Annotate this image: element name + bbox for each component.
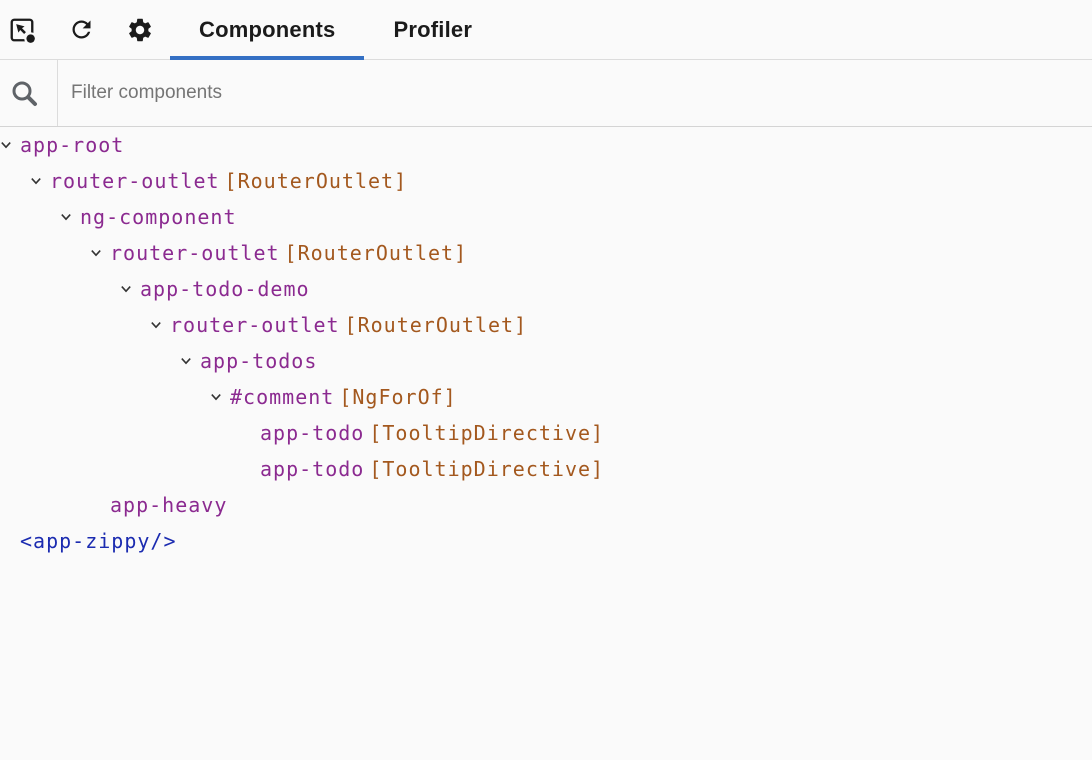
inspect-icon-svg [10,18,36,44]
chevron-down-icon[interactable] [120,283,140,295]
search-icon [12,81,37,106]
tree-node-router-outlet[interactable]: router-outlet[RouterOutlet] [0,235,1092,271]
node-label: #comment [230,385,335,409]
search-icon-cell [0,60,58,126]
tree-node-app-todos[interactable]: app-todos [0,343,1092,379]
node-label: router-outlet [170,313,340,337]
tab-profiler[interactable]: Profiler [393,16,473,42]
chevron-down-icon[interactable] [210,391,230,403]
node-label: ng-component [80,205,237,229]
tree-node-app-todo-demo[interactable]: app-todo-demo [0,271,1092,307]
tree-node-app-todo[interactable]: app-todo[TooltipDirective] [0,451,1092,487]
node-directive-badge: [RouterOutlet] [344,313,528,337]
chevron-down-icon[interactable] [30,175,50,187]
chevron-down-icon[interactable] [150,319,170,331]
node-label: app-heavy [110,493,228,517]
filter-components-input[interactable] [58,60,1092,126]
chevron-down-icon[interactable] [180,355,200,367]
tree-node-app-heavy[interactable]: app-heavy [0,487,1092,523]
tab-bar: Components Profiler [170,0,501,60]
chevron-down-icon[interactable] [0,139,20,151]
node-label: app-todo [260,457,365,481]
tab-components[interactable]: Components [170,0,365,60]
tree-node-app-root[interactable]: app-root [0,127,1092,163]
chevron-down-icon[interactable] [60,211,80,223]
node-directive-badge: [NgForOf] [339,385,457,409]
inspect-icon[interactable] [8,16,36,44]
filter-bar [0,60,1092,127]
tree-node-app-zippy[interactable]: <app-zippy/> [0,523,1092,559]
settings-gear-icon[interactable] [126,16,154,44]
devtools-toolbar: Components Profiler [0,0,1092,60]
node-label: app-root [20,133,125,157]
chevron-down-icon[interactable] [90,247,110,259]
node-directive-badge: [TooltipDirective] [369,421,605,445]
node-label: app-todo [260,421,365,445]
tree-node-ng-component[interactable]: ng-component [0,199,1092,235]
node-label: router-outlet [110,241,280,265]
node-directive-badge: [RouterOutlet] [284,241,468,265]
node-directive-badge: [TooltipDirective] [369,457,605,481]
tree-node-router-outlet[interactable]: router-outlet[RouterOutlet] [0,307,1092,343]
tree-node-#comment[interactable]: #comment[NgForOf] [0,379,1092,415]
tree-node-app-todo[interactable]: app-todo[TooltipDirective] [0,415,1092,451]
node-label: <app-zippy/> [20,529,177,553]
node-directive-badge: [RouterOutlet] [224,169,408,193]
settings-gear-icon-svg [129,18,151,41]
refresh-icon[interactable] [67,16,95,44]
refresh-icon-svg [72,20,90,39]
node-label: router-outlet [50,169,220,193]
node-label: app-todo-demo [140,277,310,301]
node-label: app-todos [200,349,318,373]
toolbar-icon-group [0,0,154,59]
tree-node-router-outlet[interactable]: router-outlet[RouterOutlet] [0,163,1092,199]
